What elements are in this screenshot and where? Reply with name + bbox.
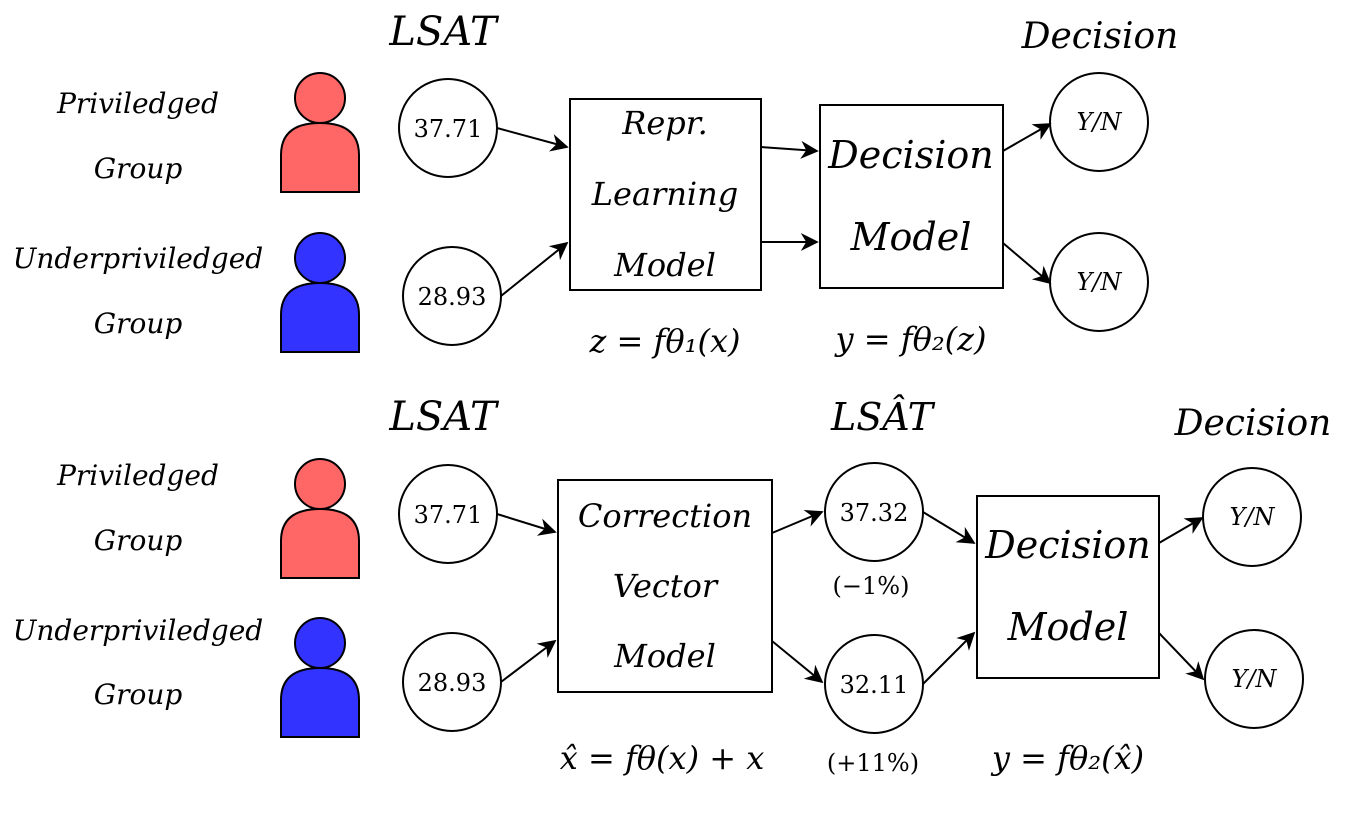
bottom-arrow-correction-to-priv [771, 509, 824, 534]
top-arrow-under-to-repr [500, 241, 569, 297]
bottom-arrow-priv-to-correction [496, 513, 557, 536]
top-decision-model-line2: Model [850, 215, 972, 259]
bottom-priv-group-label-line1: Priviledged [56, 459, 219, 492]
bottom-decision-model-line2: Model [1007, 605, 1129, 649]
top-arrow-repr-to-decision-1 [760, 140, 819, 159]
bottom-output-2: Y/N [1232, 665, 1278, 693]
bottom-output-1: Y/N [1230, 503, 1276, 531]
top-arrow-decision-to-output-1 [1002, 123, 1052, 152]
top-privileged-person-icon [280, 72, 360, 193]
bottom-formula-decision: y = fθ₂(x̂) [990, 739, 1144, 777]
top-repr-line1: Repr. [621, 104, 707, 142]
bottom-arrow-correction-to-under [771, 640, 824, 684]
top-output-1: Y/N [1077, 108, 1123, 136]
top-priv-group-label-line2: Group [94, 152, 183, 185]
bottom-corrected-priv: 37.32 [840, 499, 909, 527]
top-arrow-priv-to-repr [496, 127, 569, 152]
bottom-decision-model-line1: Decision [984, 523, 1150, 567]
bottom-corrected-under: 32.11 [840, 671, 909, 699]
bottom-output-node-2 [1204, 629, 1304, 729]
bottom-lsat-hat-header: LSÂT [830, 395, 936, 439]
bottom-decision-header: Decision [1174, 403, 1332, 444]
bottom-correction-line1: Correction [578, 497, 752, 535]
bottom-corrected-under-change: (+11%) [827, 749, 919, 777]
top-priv-group-label-line1: Priviledged [56, 87, 219, 120]
top-under-score: 28.93 [418, 283, 487, 311]
bottom-lsat-header: LSAT [388, 394, 500, 440]
bottom-privileged-person-icon [280, 458, 360, 579]
top-under-group-label-line2: Group [94, 307, 183, 340]
bottom-arrow-under-to-decision [922, 631, 976, 685]
bottom-correction-vector-box [557, 479, 773, 693]
bottom-arrow-priv-to-decision [922, 511, 976, 544]
bottom-correction-line2: Vector [613, 567, 719, 605]
bottom-corrected-priv-change: (−1%) [833, 572, 910, 600]
top-priv-score: 37.71 [414, 115, 483, 143]
top-decision-model-box [819, 104, 1004, 289]
bottom-priv-score: 37.71 [414, 501, 483, 529]
bottom-formula-correction: x̂ = fθ(x) + x [560, 739, 765, 777]
bottom-arrow-under-to-correction [500, 639, 557, 683]
bottom-output-node-1 [1202, 467, 1302, 567]
top-underprivileged-person-icon [280, 232, 360, 353]
bottom-arrow-decision-to-output-2 [1158, 632, 1205, 681]
top-decision-header: Decision [1021, 16, 1179, 57]
bottom-correction-line3: Model [613, 637, 716, 675]
top-formula-repr: z = fθ₁(x) [589, 322, 741, 360]
top-formula-decision: y = fθ₂(z) [834, 320, 987, 358]
top-under-group-label-line1: Underpriviledged [13, 242, 263, 275]
top-output-node-1 [1049, 72, 1149, 172]
top-output-2: Y/N [1077, 268, 1123, 296]
top-priv-score-node [398, 78, 498, 178]
top-repr-line3: Model [613, 246, 716, 284]
top-repr-line2: Learning [591, 175, 739, 213]
bottom-under-group-label-line1: Underpriviledged [13, 614, 263, 647]
top-repr-learning-box [569, 98, 762, 291]
top-arrow-decision-to-output-2 [1002, 242, 1052, 285]
top-decision-model-line1: Decision [827, 133, 993, 177]
top-panel: LSAT Decision Priviledged Group Underpri… [13, 9, 1179, 360]
top-lsat-header: LSAT [388, 9, 500, 55]
bottom-panel: LSAT LSÂT Decision Priviledged Group Und… [13, 394, 1332, 777]
bottom-underprivileged-person-icon [280, 617, 360, 738]
bottom-under-group-label-line2: Group [94, 678, 183, 711]
bottom-arrow-decision-to-output-1 [1158, 517, 1204, 544]
bottom-under-score: 28.93 [418, 669, 487, 697]
bottom-decision-model-box [976, 495, 1160, 679]
bottom-priv-group-label-line2: Group [94, 524, 183, 557]
